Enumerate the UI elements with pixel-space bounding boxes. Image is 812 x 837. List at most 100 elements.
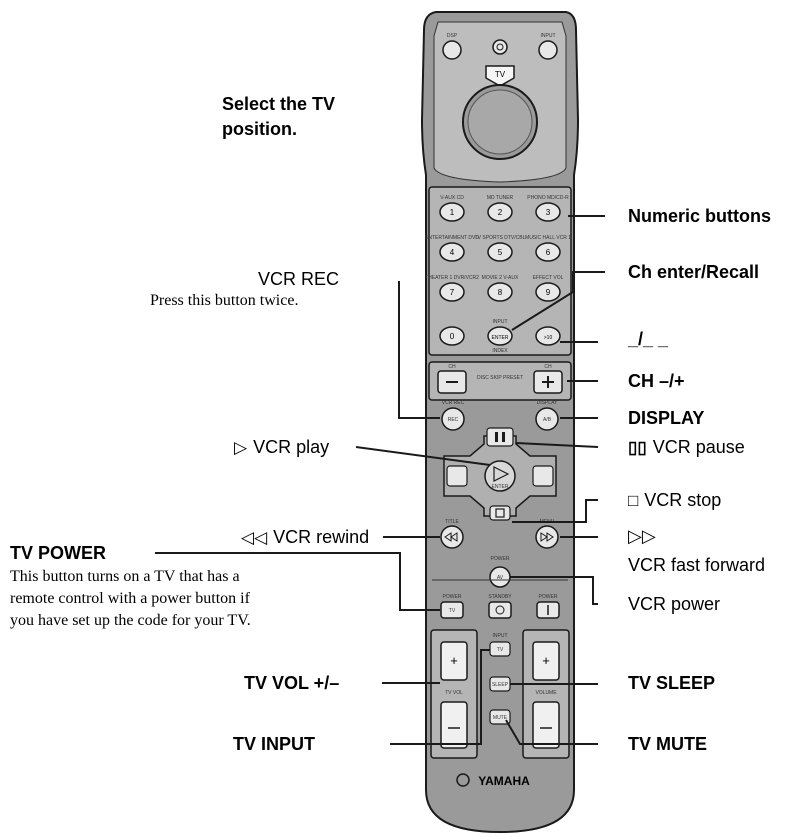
svg-text:TITLE: TITLE [445,519,459,525]
numeric-key-label: 6 [546,248,551,257]
svg-text:POWER: POWER [539,594,558,600]
svg-text:POWER: POWER [443,594,462,600]
dsp-button [442,40,462,60]
standby-button [488,601,512,619]
label-tv-power-note-1: This button turns on a TV that has a [10,568,240,585]
tv-vol-down-button [440,701,468,749]
numeric-key-3: PHONO MD/CD-R3 [527,195,569,222]
instruction-line-2: position. [222,119,297,139]
label-vcr-play: ▷VCR play [234,437,330,457]
numeric-key-caption: TV SPORTS DTV/CBL [475,235,526,241]
svg-text:TV: TV [449,608,456,614]
fast-forward-icon: ▷▷ [628,526,656,546]
numeric-panel [428,186,572,356]
numeric-key-caption: PHONO MD/CD-R [527,195,569,201]
numeric-key-label: 1 [450,208,455,217]
svg-text:VOLUME: VOLUME [535,690,557,696]
input-top-button [538,40,558,60]
label-ch-enter-recall: Ch enter/Recall [628,262,760,282]
label-ch-minus-plus: CH –/+ [628,371,685,391]
numeric-key-label: 2 [498,208,503,217]
label-vcr-power: VCR power [628,594,721,614]
tv-power-button [440,601,464,619]
stop-button [489,505,511,521]
label-tv-power-note-3: you have set up the code for your TV. [10,612,251,629]
volume-down-button [532,701,560,749]
label-tv-vol: TV VOL +/– [244,673,340,693]
label-tv-power-note-2: remote control with a power button if [10,590,250,607]
svg-text:CH: CH [544,364,552,370]
numeric-key-label: 4 [450,248,455,257]
svg-text:CH: CH [448,364,456,370]
svg-text:TV: TV [495,70,506,79]
numeric-key-label: 7 [450,288,455,297]
label-vcr-rec: VCR REC [258,269,340,289]
instruction-line-1: Select the TV [222,94,336,114]
svg-text:DISC SKIP PRESET: DISC SKIP PRESET [477,375,523,381]
svg-text:INPUT: INPUT [541,33,556,39]
numeric-key-12: >10 [535,326,561,346]
numeric-key-label: 8 [498,288,503,297]
svg-text:STANDBY: STANDBY [488,594,512,600]
svg-text:TV VOL: TV VOL [445,690,463,696]
enter-index-caption: INDEX [492,348,508,354]
numeric-key-11: INPUT ENTER [487,319,513,346]
svg-text:SLEEP: SLEEP [492,682,509,688]
svg-text:DISPLAY: DISPLAY [537,400,558,406]
label-display: DISPLAY [628,408,705,428]
svg-text:+: + [450,653,458,668]
numeric-key-caption: MOVIE 2 V-AUX [482,275,519,281]
svg-text:VCR REC: VCR REC [442,400,465,406]
svg-text:REC: REC [448,417,459,423]
vcr-rec-button [441,407,465,431]
numeric-key-1: V-AUX CD 1 [439,195,465,222]
numeric-key-7: THEATER 1 DVR/VCR2 7 [425,275,479,302]
rewind-button [440,525,464,549]
yamaha-logo-icon [456,773,470,787]
skip-back-button [446,465,468,487]
brand-name: YAMAHA [478,774,530,788]
label-numeric-buttons: Numeric buttons [628,206,772,226]
svg-text:DSP: DSP [447,33,458,39]
label-vcr-stop: □VCR stop [628,490,722,510]
label-vcr-pause: ▯▯VCR pause [628,437,745,457]
play-triangle-icon: ▷ [234,438,248,457]
svg-text:MUTE: MUTE [493,715,508,721]
numeric-key-caption: EFFECT VOL [533,275,564,281]
label-tv-power: TV POWER [10,543,107,563]
numeric-key-6: MUSIC HALL VCR 16 [525,235,571,262]
label-vcr-fast-forward: VCR fast forward [628,555,766,575]
skip-fwd-button [532,465,554,487]
svg-text:TV: TV [497,647,504,653]
play-enter-button [484,460,516,492]
label-vcr-rec-note: Press this button twice. [150,292,299,309]
numeric-key-label: 9 [546,288,551,297]
numeric-key-caption: ENTERTAINMENT DVD [425,235,479,241]
numeric-key-caption: INPUT [493,319,508,325]
rewind-icon: ◁◁ [241,528,268,547]
numeric-key-8: MOVIE 2 V-AUX 8 [482,275,519,302]
leader-lines [155,215,605,745]
numeric-key-caption: V-AUX CD [440,195,464,201]
numeric-key-4: ENTERTAINMENT DVD 4 [425,235,479,262]
numeric-key-caption: THEATER 1 DVR/VCR2 [425,275,479,281]
tv-vol-up-button [440,641,468,681]
svg-text:ENTER: ENTER [492,484,509,490]
svg-text:+: + [542,653,550,668]
svg-text:INPUT: INPUT [493,633,508,639]
label-tv-mute: TV MUTE [628,734,707,754]
numeric-key-label: 0 [450,332,455,341]
numeric-key-9: EFFECT VOL 9 [533,275,564,302]
tv-mode-indicator [485,65,515,87]
label-digit-mode: _/_ _ [628,329,669,349]
numeric-key-label: ENTER [492,335,509,341]
label-vcr-rewind: ◁◁VCR rewind [241,527,370,547]
svg-text:POWER: POWER [491,556,510,562]
volume-up-button [532,641,560,681]
ab-button [535,407,559,431]
pause-button [486,427,514,447]
